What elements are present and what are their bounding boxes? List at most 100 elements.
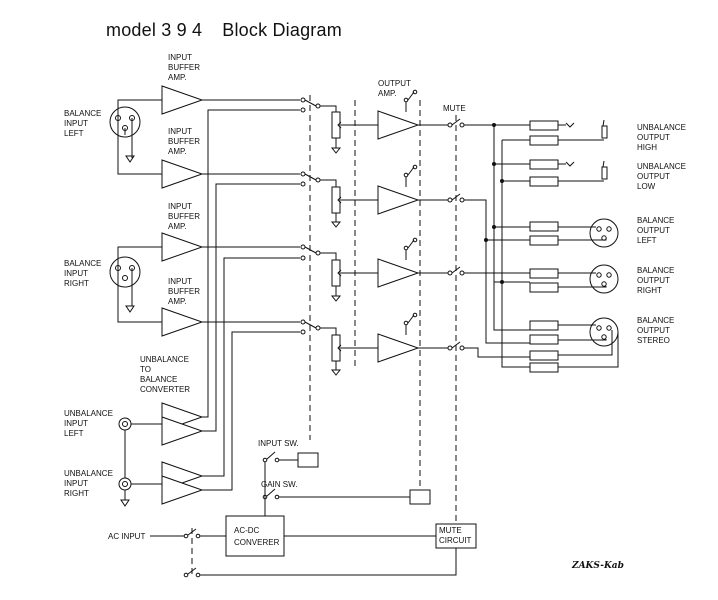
- label-gain-sw: GAIN SW.: [261, 480, 297, 489]
- svg-text:OUTPUT: OUTPUT: [637, 133, 670, 142]
- svg-text:TO: TO: [140, 365, 151, 374]
- svg-text:RIGHT: RIGHT: [637, 286, 662, 295]
- svg-text:INPUT: INPUT: [168, 277, 192, 286]
- label-balance-output-right: BALANCE OUTPUT RIGHT: [637, 266, 674, 295]
- label-buffer-amp-4: INPUT BUFFER AMP.: [168, 277, 200, 306]
- svg-text:LEFT: LEFT: [64, 429, 84, 438]
- ground-unbal-icon: [120, 499, 130, 507]
- xlr-output-right-icon: [558, 264, 619, 294]
- label-input-sw: INPUT SW.: [258, 439, 299, 448]
- output-amp-2: [377, 164, 420, 215]
- svg-text:LEFT: LEFT: [64, 129, 84, 138]
- wire-conv-left-a: [202, 109, 300, 418]
- bus-4: [464, 347, 530, 358]
- unbalance-output-low-icon: [558, 160, 608, 182]
- model-label: model 3 9 4: [106, 20, 203, 40]
- svg-text:BALANCE: BALANCE: [140, 375, 177, 384]
- svg-text:RIGHT: RIGHT: [64, 489, 89, 498]
- buffer-amp-4: [161, 307, 204, 337]
- svg-text:INPUT: INPUT: [168, 202, 192, 211]
- unbalance-input-left-icon: [118, 417, 132, 431]
- svg-text:INPUT: INPUT: [168, 127, 192, 136]
- output-amp-4: [377, 312, 420, 363]
- svg-text:CONVERTER: CONVERTER: [140, 385, 190, 394]
- label-unbalance-to-balance-converter: UNBALANCE TO BALANCE CONVERTER: [140, 355, 190, 394]
- input-sw-control: [262, 451, 319, 516]
- ac-dc-converter: [225, 515, 285, 557]
- svg-text:INPUT: INPUT: [64, 269, 88, 278]
- svg-text:INPUT: INPUT: [64, 419, 88, 428]
- volume-pot-4: [330, 334, 345, 376]
- label-balance-input-right: BALANCE INPUT RIGHT: [64, 259, 101, 288]
- buffer-amp-1: [161, 85, 204, 115]
- xlr-output-left-icon: [558, 218, 619, 248]
- label-balance-output-stereo: BALANCE OUTPUT STEREO: [637, 316, 674, 345]
- ac-dc-label-1: AC-DC: [234, 526, 260, 535]
- svg-text:OUTPUT: OUTPUT: [637, 226, 670, 235]
- svg-text:AMP.: AMP.: [168, 147, 187, 156]
- label-buffer-amp-1: INPUT BUFFER AMP.: [168, 53, 200, 82]
- mute-circuit: [435, 523, 477, 549]
- svg-text:BUFFER: BUFFER: [168, 287, 200, 296]
- xlr-output-stereo-icon: [558, 317, 619, 368]
- svg-text:BUFFER: BUFFER: [168, 137, 200, 146]
- input-selector-switches: [300, 97, 321, 335]
- svg-text:BALANCE: BALANCE: [637, 266, 674, 275]
- diagram-title: Block Diagram: [222, 20, 342, 40]
- wire-conv-left-b: [202, 183, 300, 432]
- output-amp-3: [377, 237, 420, 288]
- svg-text:HIGH: HIGH: [637, 143, 657, 152]
- svg-text:AMP.: AMP.: [168, 222, 187, 231]
- volume-pot-2: [330, 186, 345, 228]
- output-resistors: [529, 120, 559, 373]
- wire-conv-right-a: [202, 257, 300, 477]
- svg-text:AMP.: AMP.: [378, 89, 397, 98]
- label-mute: MUTE: [443, 104, 466, 113]
- svg-text:UNBALANCE: UNBALANCE: [64, 409, 113, 418]
- svg-text:OUTPUT: OUTPUT: [378, 79, 411, 88]
- svg-text:AMP.: AMP.: [168, 297, 187, 306]
- svg-text:BALANCE: BALANCE: [64, 109, 101, 118]
- page-title: model 3 9 4 Block Diagram: [106, 20, 342, 41]
- svg-text:LOW: LOW: [637, 182, 656, 191]
- svg-text:OUTPUT: OUTPUT: [637, 276, 670, 285]
- volume-pot-3: [330, 259, 345, 302]
- svg-text:INPUT: INPUT: [64, 119, 88, 128]
- unbalance-input-right-icon: [118, 477, 132, 491]
- converter-left: [161, 402, 204, 446]
- unbalance-output-high-icon: [558, 119, 608, 141]
- mute-circuit-label-1: MUTE: [439, 526, 462, 535]
- svg-text:UNBALANCE: UNBALANCE: [140, 355, 189, 364]
- xlr-input-right-icon: [109, 256, 141, 288]
- gain-sw-control: [262, 488, 431, 505]
- svg-text:INPUT: INPUT: [168, 53, 192, 62]
- label-buffer-amp-2: INPUT BUFFER AMP.: [168, 127, 200, 156]
- label-buffer-amp-3: INPUT BUFFER AMP.: [168, 202, 200, 231]
- wire-conv-right-b: [202, 331, 300, 491]
- bus-2: [464, 199, 530, 241]
- svg-text:BUFFER: BUFFER: [168, 63, 200, 72]
- input-right-wiring: [117, 246, 162, 323]
- label-output-amp: OUTPUT AMP.: [378, 79, 411, 98]
- buffer-amp-3: [161, 232, 204, 262]
- input-left-wiring: [117, 99, 162, 175]
- label-ac-input: AC INPUT: [108, 532, 145, 541]
- mute-circuit-label-2: CIRCUIT: [439, 536, 472, 545]
- svg-text:STEREO: STEREO: [637, 336, 670, 345]
- power-switch: [150, 528, 457, 578]
- converter-right: [161, 461, 204, 505]
- volume-pot-1: [330, 111, 345, 154]
- svg-text:BALANCE: BALANCE: [637, 316, 674, 325]
- label-unbalance-input-left: UNBALANCE INPUT LEFT: [64, 409, 113, 438]
- buffer-amp-2: [161, 159, 204, 189]
- svg-text:INPUT: INPUT: [64, 479, 88, 488]
- bus-stereo: [485, 227, 530, 344]
- bus-cold: [501, 140, 530, 368]
- label-balance-input-left: BALANCE INPUT LEFT: [64, 109, 101, 138]
- label-unbalance-output-low: UNBALANCE OUTPUT LOW: [637, 162, 686, 191]
- label-unbalance-output-high: UNBALANCE OUTPUT HIGH: [637, 123, 686, 152]
- svg-text:OUTPUT: OUTPUT: [637, 326, 670, 335]
- ac-dc-label-2: CONVERER: [234, 538, 280, 547]
- svg-text:BUFFER: BUFFER: [168, 212, 200, 221]
